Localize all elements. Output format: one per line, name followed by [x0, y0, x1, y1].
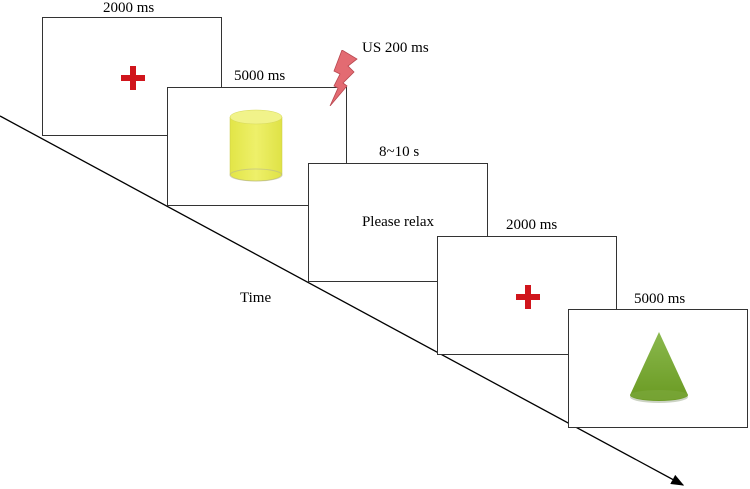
us-duration-label: US 200 ms [362, 40, 429, 56]
fixation-cross-icon [516, 285, 540, 309]
relax-text: Please relax [361, 214, 435, 230]
cylinder-icon [229, 109, 283, 182]
frame-4-duration: 2000 ms [506, 217, 558, 233]
time-axis-label: Time [240, 290, 272, 306]
frame-5-duration: 5000 ms [634, 291, 686, 307]
cone-icon [630, 332, 688, 403]
frame-1-duration: 2000 ms [103, 0, 155, 16]
lightning-bolt-icon [329, 50, 358, 106]
frame-5-cs-cone [568, 309, 748, 428]
frame-2-duration: 5000 ms [234, 68, 286, 84]
fixation-cross-icon [121, 66, 145, 90]
frame-3-duration: 8~10 s [379, 144, 420, 160]
